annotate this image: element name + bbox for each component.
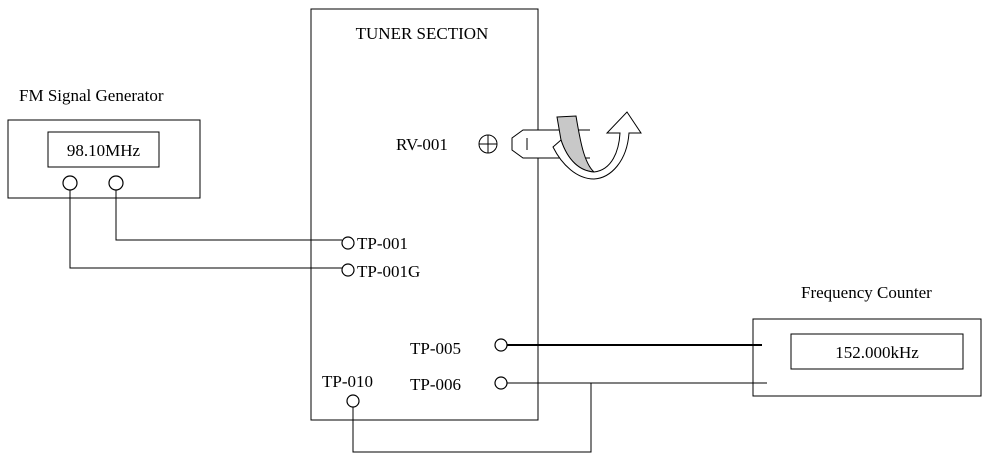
test-point-tp006: TP-006 bbox=[410, 375, 508, 394]
tp006-label: TP-006 bbox=[410, 375, 461, 394]
tuner-title: TUNER SECTION bbox=[356, 24, 489, 43]
frequency-counter: Frequency Counter 152.000kHz bbox=[752, 283, 982, 397]
fm-signal-generator: FM Signal Generator 98.10MHz bbox=[7, 86, 201, 199]
tp001g-terminal-icon[interactable] bbox=[341, 263, 355, 277]
generator-title: FM Signal Generator bbox=[19, 86, 164, 105]
counter-display: 152.000kHz bbox=[835, 343, 919, 362]
tp001g-label: TP-001G bbox=[357, 262, 420, 281]
tp006-terminal-icon[interactable] bbox=[494, 376, 508, 390]
generator-output-terminal-icon[interactable] bbox=[108, 175, 124, 191]
counter-title: Frequency Counter bbox=[801, 283, 932, 302]
tuner-section: TUNER SECTION RV-001 bbox=[310, 8, 642, 421]
test-point-tp001g: TP-001G bbox=[341, 262, 420, 281]
rotate-arrow-icon bbox=[552, 111, 642, 180]
test-point-tp010: TP-010 bbox=[322, 372, 373, 408]
tp001-label: TP-001 bbox=[357, 234, 408, 253]
counter-display-box bbox=[790, 333, 964, 370]
tuner-section-box bbox=[310, 8, 539, 421]
wire-generator-to-tp001 bbox=[115, 190, 342, 241]
tp005-terminal-icon[interactable] bbox=[494, 338, 508, 352]
generator-display: 98.10MHz bbox=[67, 141, 141, 160]
wire-tp010-to-tp006 bbox=[352, 383, 592, 453]
adjustment-screw-icon[interactable] bbox=[478, 134, 498, 154]
tp005-label: TP-005 bbox=[410, 339, 461, 358]
tp001-terminal-icon[interactable] bbox=[341, 236, 355, 250]
test-point-tp001: TP-001 bbox=[341, 234, 408, 253]
wiring bbox=[69, 190, 767, 453]
generator-ground-terminal-icon[interactable] bbox=[62, 175, 78, 191]
tp010-label: TP-010 bbox=[322, 372, 373, 391]
generator-display-box bbox=[47, 131, 160, 168]
wire-generator-ground-to-tp001g bbox=[69, 190, 342, 269]
tp010-terminal-icon[interactable] bbox=[346, 394, 360, 408]
rv001-label: RV-001 bbox=[396, 135, 448, 154]
